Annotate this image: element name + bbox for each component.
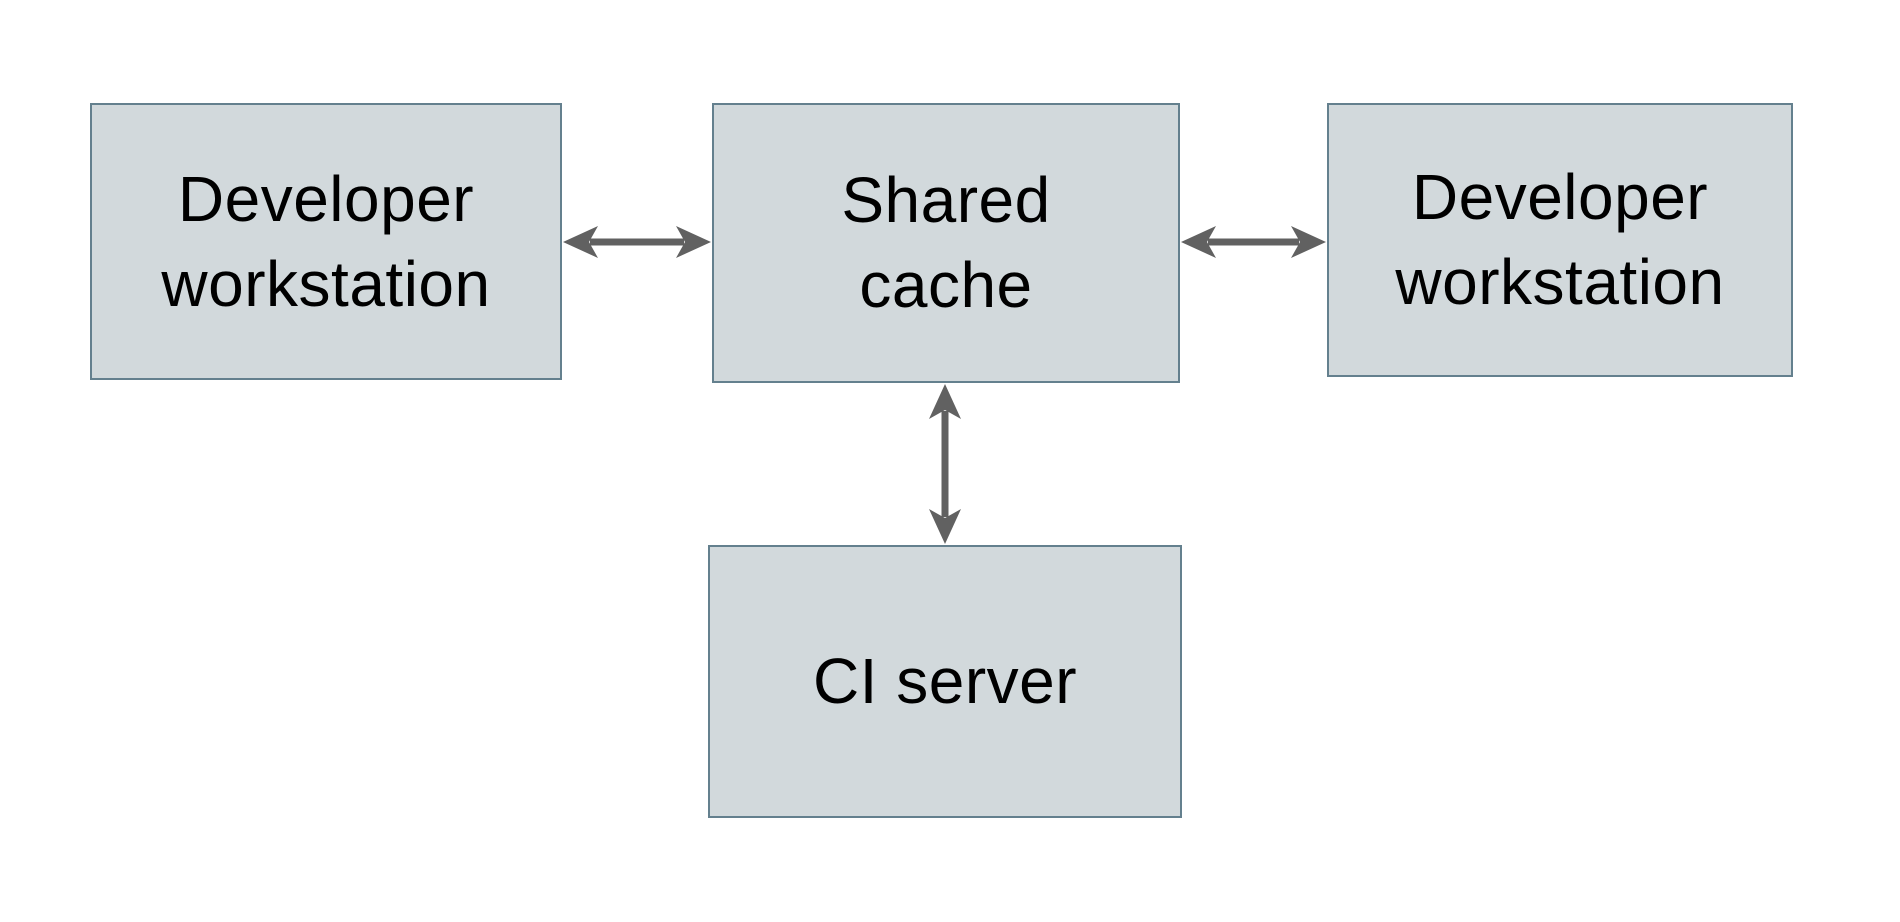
node-label: Developer workstation: [1395, 161, 1725, 318]
node-ci-server: CI server: [708, 545, 1182, 818]
node-label: CI server: [812, 645, 1078, 717]
bidirectional-arrow-vertical-icon: [927, 383, 963, 545]
node-developer-workstation-left: Developer workstation: [90, 103, 562, 380]
node-label: Shared cache: [841, 164, 1051, 321]
node-developer-workstation-right: Developer workstation: [1327, 103, 1793, 377]
bidirectional-arrow-right-icon: [1180, 224, 1327, 260]
node-label: Developer workstation: [161, 162, 491, 320]
node-shared-cache: Shared cache: [712, 103, 1180, 383]
bidirectional-arrow-left-icon: [562, 224, 712, 260]
